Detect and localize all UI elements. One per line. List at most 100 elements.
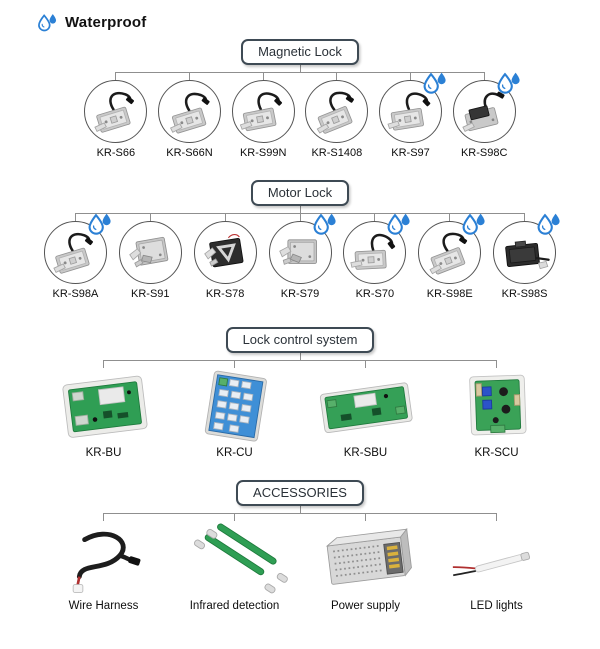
- accessories-row: Wire Harness Infrared detection Power su…: [38, 513, 562, 612]
- page-header: Waterproof: [0, 0, 600, 34]
- product-circle: [43, 221, 107, 284]
- connector-stem: [299, 506, 301, 513]
- waterproof-drop-icon: [36, 12, 58, 34]
- product-label: Infrared detection: [189, 600, 280, 612]
- magnetic-lock-image: [310, 85, 364, 139]
- product-label: Wire Harness: [68, 600, 139, 612]
- product-kr-cu: KR-CU: [169, 360, 300, 459]
- section-magnetic-lock: Magnetic Lock KR-S66 KR-S66N KR-S99N KR-…: [0, 39, 600, 159]
- product-label: LED lights: [470, 600, 523, 612]
- product-kr-s98c: KR-S98C: [447, 72, 521, 159]
- control-board-image: [178, 369, 292, 443]
- waterproof-drop-icon: [311, 212, 338, 237]
- product-circle: [158, 80, 221, 143]
- product-label: KR-SCU: [474, 447, 519, 459]
- product-circle: [452, 80, 516, 143]
- section-title-magnetic-lock: Magnetic Lock: [241, 39, 359, 65]
- product-circle: [343, 221, 406, 284]
- section-accessories: ACCESSORIES Wire Harness Infrared detect…: [0, 480, 600, 612]
- product-circle: [84, 80, 148, 143]
- motor-lock-row: KR-S98A KR-S91 KR-S78 KR-S79: [38, 213, 562, 300]
- waterproof-drop-icon: [460, 212, 487, 237]
- product-label: KR-S99N: [239, 147, 287, 159]
- product-circle: [418, 221, 481, 284]
- product-photo: [45, 521, 163, 597]
- product-label: KR-S79: [280, 288, 320, 300]
- product-circle: [379, 80, 442, 143]
- product-circle: [493, 221, 556, 284]
- product-kr-s78: KR-S78: [188, 213, 263, 300]
- product-label: KR-S70: [355, 288, 395, 300]
- section-title-lock-control-system: Lock control system: [225, 327, 375, 353]
- product-kr-s98s: KR-S98S: [487, 213, 562, 300]
- magnetic-lock-image: [236, 85, 290, 139]
- product-label: KR-BU: [85, 447, 122, 459]
- product-label: KR-S78: [205, 288, 245, 300]
- product-label: KR-S91: [131, 288, 170, 300]
- product-kr-s91: KR-S91: [113, 213, 188, 300]
- product-photo: [307, 368, 425, 444]
- connector-stem: [299, 206, 301, 213]
- magnetic-lock-image: [89, 85, 143, 139]
- product-label: KR-CU: [216, 447, 253, 459]
- waterproof-drop-icon: [385, 212, 412, 237]
- product-kr-s1408: KR-S1408: [300, 72, 374, 159]
- led-lights-image: [440, 522, 554, 596]
- waterproof-drop-icon: [535, 212, 562, 237]
- wire-harness-image: [47, 522, 161, 596]
- motor-lock-image: [198, 226, 252, 280]
- product-wire-harness: Wire Harness: [38, 513, 169, 612]
- product-photo: [438, 368, 556, 444]
- product-label: KR-S66: [96, 147, 136, 159]
- product-photo: [307, 521, 425, 597]
- product-photo: [45, 368, 163, 444]
- product-circle: [118, 221, 182, 284]
- product-kr-s66n: KR-S66N: [153, 72, 227, 159]
- control-board-image: [440, 369, 554, 443]
- page-title: Waterproof: [65, 14, 147, 31]
- product-photo: [176, 521, 294, 597]
- product-label: KR-S1408: [311, 147, 363, 159]
- waterproof-drop-icon: [421, 71, 448, 96]
- product-kr-s79: KR-S79: [263, 213, 338, 300]
- product-label: KR-S97: [391, 147, 430, 159]
- product-kr-s98e: KR-S98E: [412, 213, 487, 300]
- infrared-detection-image: [178, 522, 292, 596]
- product-kr-s99n: KR-S99N: [226, 72, 300, 159]
- product-circle: [268, 221, 332, 284]
- waterproof-drop-icon: [86, 212, 113, 237]
- lock-control-row: KR-BU KR-CU KR-SBU KR-SCU: [38, 360, 562, 459]
- motor-lock-image: [123, 226, 177, 280]
- product-label: KR-S66N: [166, 147, 213, 159]
- product-photo: [438, 521, 556, 597]
- section-title-accessories: ACCESSORIES: [236, 480, 364, 506]
- product-circle: [193, 221, 257, 284]
- section-title-motor-lock: Motor Lock: [250, 180, 350, 206]
- product-kr-s97: KR-S97: [374, 72, 448, 159]
- product-circle: [305, 80, 369, 143]
- product-kr-sbu: KR-SBU: [300, 360, 431, 459]
- product-kr-s66: KR-S66: [79, 72, 153, 159]
- magnetic-lock-image: [163, 85, 217, 139]
- product-photo: [176, 368, 294, 444]
- connector-stem: [299, 353, 301, 360]
- power-supply-image: [309, 522, 423, 596]
- product-label: KR-S98A: [52, 288, 99, 300]
- control-board-image: [309, 369, 423, 443]
- product-kr-bu: KR-BU: [38, 360, 169, 459]
- product-circle: [231, 80, 295, 143]
- connector-stem: [299, 65, 301, 72]
- product-kr-scu: KR-SCU: [431, 360, 562, 459]
- magnetic-lock-row: KR-S66 KR-S66N KR-S99N KR-S1408 KR-: [79, 72, 521, 159]
- product-label: KR-S98S: [501, 288, 548, 300]
- product-kr-s98a: KR-S98A: [38, 213, 113, 300]
- product-label: KR-SBU: [343, 447, 388, 459]
- product-infrared-detection: Infrared detection: [169, 513, 300, 612]
- section-motor-lock: Motor Lock KR-S98A KR-S91 KR-S78: [0, 180, 600, 300]
- product-label: KR-S98E: [426, 288, 473, 300]
- section-lock-control-system: Lock control system KR-BU KR-CU KR-SBU K…: [0, 327, 600, 459]
- product-power-supply: Power supply: [300, 513, 431, 612]
- waterproof-drop-icon: [495, 71, 522, 96]
- product-label: KR-S98C: [460, 147, 508, 159]
- product-label: Power supply: [330, 600, 401, 612]
